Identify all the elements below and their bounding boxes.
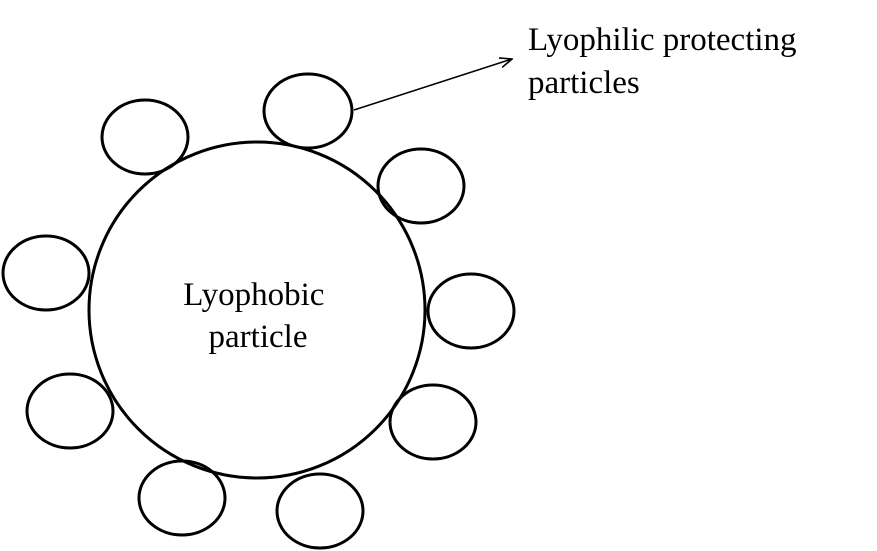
protecting-particle <box>100 98 190 176</box>
central-particle-label: Lyophobic particle <box>183 277 332 355</box>
protecting-particle <box>262 72 354 150</box>
protecting-particle <box>388 383 478 461</box>
callout-label: Lyophilic protecting particles <box>528 22 805 101</box>
callout-label-line-2: particles <box>528 65 640 101</box>
callout-arrow <box>353 59 512 111</box>
protecting-particle <box>426 272 516 350</box>
central-label-line-2: particle <box>209 319 308 355</box>
protecting-particle <box>275 472 365 550</box>
protecting-particle <box>376 147 466 225</box>
central-label-line-1: Lyophobic <box>183 277 324 313</box>
protecting-particle <box>1 234 91 312</box>
lyophobic-particle <box>87 140 427 480</box>
callout-label-line-1: Lyophilic protecting <box>528 22 797 58</box>
protecting-particle <box>137 459 227 537</box>
protecting-particles <box>1 72 516 550</box>
protecting-particle <box>25 372 115 450</box>
